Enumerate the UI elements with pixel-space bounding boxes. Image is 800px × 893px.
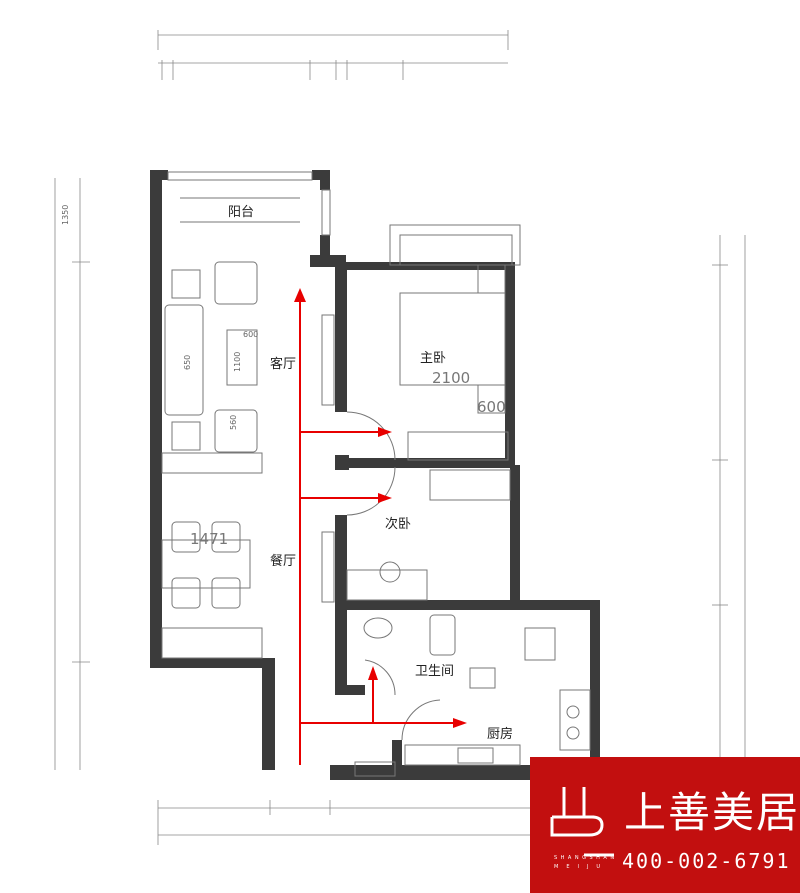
bedside-label: 600 [477, 398, 506, 416]
coffee-table-width-label: 600 [243, 330, 258, 339]
brand-pinyin-line1: SHANGSHAN [554, 855, 618, 861]
balcony-depth-dimension: 1350 [61, 205, 70, 225]
dimension-lines [54, 30, 746, 845]
brand-phone: 400-002-6791 [622, 849, 791, 873]
room-label-bathroom: 卫生间 [415, 664, 454, 679]
brand-pinyin-line2: MEIJU [554, 864, 609, 870]
room-label-second-bedroom: 次卧 [385, 516, 411, 532]
arrow-head-right-icon [378, 427, 392, 437]
room-label-master-bedroom: 主卧 [420, 351, 446, 366]
sofa-depth-label: 650 [183, 355, 192, 370]
room-label-kitchen: 厨房 [487, 726, 513, 742]
arrow-head-up-icon [368, 666, 378, 680]
brand-logo-banner: 上善美居 SHANGSHAN MEIJU 400-002-6791 [530, 757, 800, 893]
windows [167, 171, 521, 266]
bed-width-label: 2100 [432, 369, 470, 387]
circulation-arrows [294, 288, 467, 765]
room-label-living: 客厅 [270, 356, 296, 372]
arrow-head-right-icon [453, 718, 467, 728]
dining-table-label: 1471 [190, 530, 228, 548]
brand-mark-icon [550, 787, 614, 857]
arrow-head-right-icon [378, 493, 392, 503]
room-label-balcony: 阳台 [228, 205, 254, 220]
armchair-label: 560 [229, 415, 238, 430]
walls [150, 170, 600, 780]
brand-name: 上善美居 [624, 788, 800, 837]
coffee-table-length-label: 1100 [233, 352, 242, 372]
furniture [161, 261, 591, 777]
room-label-dining: 餐厅 [270, 553, 296, 569]
arrow-head-up-icon [294, 288, 306, 302]
